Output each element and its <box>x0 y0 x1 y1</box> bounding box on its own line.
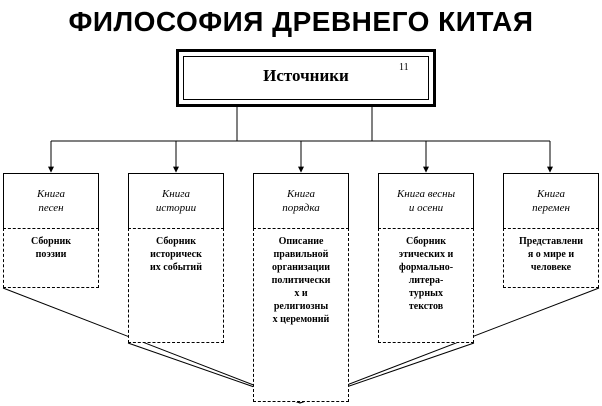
funnel-line-5 <box>299 287 600 404</box>
book-node-5: Книга перемен <box>503 173 599 229</box>
description-node-5: Представлени я о мире и человеке <box>503 228 599 288</box>
description-node-4: Сборник этических и формально- литера- т… <box>378 228 474 343</box>
root-node-inner-border <box>183 56 429 100</box>
description-node-2: Сборник историческ их событий <box>128 228 224 343</box>
book-node-4: Книга весны и осени <box>378 173 474 229</box>
description-node-1: Сборник поэзии <box>3 228 99 288</box>
root-node-label: Источники <box>263 66 349 85</box>
description-node-3: Описание правильной организации политиче… <box>253 228 349 402</box>
root-node-number: 11 <box>399 62 409 73</box>
book-node-2: Книга истории <box>128 173 224 229</box>
funnel-line-1 <box>2 287 301 404</box>
root-node: Источники 11 <box>176 49 436 107</box>
page-title: ФИЛОСОФИЯ ДРЕВНЕГО КИТАЯ <box>68 6 534 37</box>
book-node-3: Книга порядка <box>253 173 349 229</box>
book-node-1: Книга песен <box>3 173 99 229</box>
